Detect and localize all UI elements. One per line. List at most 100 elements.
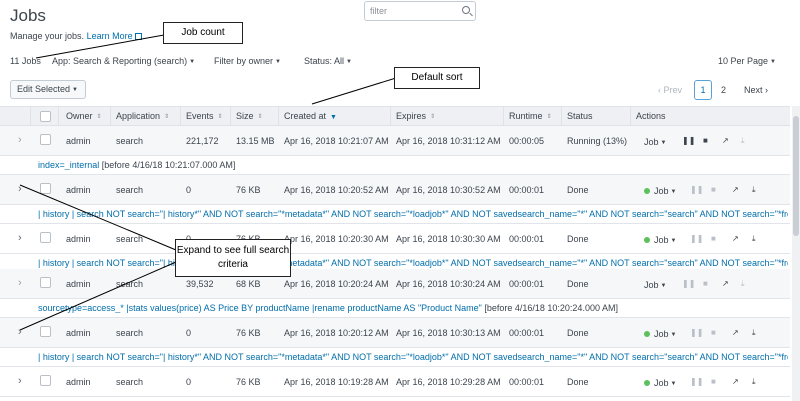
owner-filter-dropdown[interactable]: Filter by owner▼ [214,56,281,66]
row-checkbox[interactable] [40,134,51,145]
row-checkbox[interactable] [40,375,51,386]
expand-chevron-icon[interactable]: › [18,277,22,289]
caret-down-icon: ▼ [670,332,677,338]
job-menu-dropdown[interactable]: Job▼ [644,329,676,339]
per-page-dropdown[interactable]: 10 Per Page▼ [718,56,776,66]
expand-chevron-icon[interactable]: › [18,232,22,244]
vertical-scrollbar[interactable] [792,106,800,401]
job-menu-dropdown[interactable]: Job▼ [644,280,666,290]
expand-chevron-icon[interactable]: › [18,134,22,146]
col-actions: Actions [636,111,666,121]
download-icon[interactable]: ⤓ [752,328,756,337]
cell-expires: Apr 16, 2018 10:30:30 AM [396,234,501,244]
search-query-link[interactable]: | history | search NOT search="| history… [38,352,788,362]
row-checkbox[interactable] [40,326,51,337]
expand-chevron-icon[interactable]: › [18,375,22,387]
cell-size: 76 KB [236,377,261,387]
expand-chevron-icon[interactable]: › [18,183,22,195]
row-checkbox[interactable] [40,232,51,243]
stop-icon[interactable]: ■ [711,328,716,337]
owner-filter-label: Filter by owner [214,56,274,66]
search-query-link[interactable]: | history | search NOT search="| history… [38,258,788,268]
pause-icon[interactable]: ❚❚ [690,377,704,386]
pagination-page-1[interactable]: 1 [694,80,712,100]
pause-icon[interactable]: ❚❚ [690,185,704,194]
download-icon[interactable]: ⤓ [752,185,756,194]
col-expires[interactable]: Expires⇕ [396,111,435,121]
stop-icon[interactable]: ■ [703,136,708,145]
search-detail: | history | search NOT search="| history… [0,348,790,367]
col-runtime[interactable]: Runtime⇕ [509,111,552,121]
select-all-checkbox[interactable] [40,111,51,122]
learn-more-link[interactable]: Learn More [87,31,142,41]
download-icon[interactable]: ⤓ [741,136,745,145]
default-sort-callout: Default sort [394,67,480,89]
cell-created: Apr 16, 2018 10:21:07 AM [284,136,389,146]
cell-events: 0 [186,328,192,338]
cell-expires: Apr 16, 2018 10:30:13 AM [396,328,501,338]
row-checkbox[interactable] [40,277,51,288]
caret-down-icon: ▼ [189,59,196,65]
stop-icon[interactable]: ■ [711,234,716,243]
col-expires-label: Expires [396,111,427,121]
share-icon[interactable]: ↗ [732,185,739,194]
col-size[interactable]: Size⇕ [236,111,263,121]
share-icon[interactable]: ↗ [722,136,729,145]
status-dot-icon [644,237,650,243]
job-menu-dropdown[interactable]: Job▼ [644,137,666,147]
row-checkbox[interactable] [40,183,51,194]
cell-created: Apr 16, 2018 10:20:30 AM [284,234,389,244]
col-owner[interactable]: Owner⇕ [66,111,102,121]
job-menu-label: Job [644,137,659,147]
download-icon[interactable]: ⤓ [752,377,756,386]
col-events[interactable]: Events⇕ [186,111,223,121]
stop-icon[interactable]: ■ [711,185,716,194]
status-dot-icon [644,331,650,337]
share-icon[interactable]: ↗ [732,328,739,337]
app-filter-dropdown[interactable]: App: Search & Reporting (search)▼ [52,56,195,66]
filter-input[interactable] [365,2,457,20]
pagination-page-2[interactable]: 2 [721,85,727,95]
job-menu-label: Job [644,280,659,290]
status-dot-icon [644,380,650,386]
cell-owner: admin [66,377,91,387]
stop-icon[interactable]: ■ [703,279,708,288]
filter-field[interactable] [364,1,476,21]
share-icon[interactable]: ↗ [722,279,729,288]
column-divider [390,107,391,126]
stop-icon[interactable]: ■ [711,377,716,386]
job-menu-dropdown[interactable]: Job▼ [644,186,676,196]
column-divider [503,107,504,126]
pause-icon[interactable]: ❚❚ [682,136,696,145]
job-menu-dropdown[interactable]: Job▼ [644,235,676,245]
download-icon[interactable]: ⤓ [741,279,745,288]
sort-icon: ⇕ [217,114,223,120]
cell-expires: Apr 16, 2018 10:30:52 AM [396,185,501,195]
cell-expires: Apr 16, 2018 10:29:28 AM [396,377,501,387]
scrollbar-thumb[interactable] [793,116,799,236]
download-icon[interactable]: ⤓ [752,234,756,243]
status-filter-dropdown[interactable]: Status: All▼ [304,56,352,66]
col-created-at[interactable]: Created at▼ [284,111,337,121]
search-detail: sourcetype=access_* |stats values(price)… [0,299,790,318]
app-filter-label: App: Search & Reporting (search) [52,56,188,66]
col-application[interactable]: Application⇕ [116,111,169,121]
expand-chevron-icon[interactable]: › [18,326,22,338]
search-query-link[interactable]: sourcetype=access_* |stats values(price)… [38,303,788,313]
cell-size: 76 KB [236,185,261,195]
search-query-link[interactable]: index=_internal [before 4/16/18 10:21:07… [38,160,788,170]
job-menu-label: Job [654,235,669,245]
pause-icon[interactable]: ❚❚ [690,234,704,243]
share-icon[interactable]: ↗ [732,377,739,386]
pagination-prev[interactable]: ‹ Prev [658,85,683,95]
pagination-next[interactable]: Next › [744,85,769,95]
column-divider [58,107,59,126]
search-query-link[interactable]: | history | search NOT search="| history… [38,209,788,219]
edit-selected-button[interactable]: Edit Selected▼ [10,80,86,99]
share-icon[interactable]: ↗ [732,234,739,243]
job-menu-dropdown[interactable]: Job▼ [644,378,676,388]
cell-owner: admin [66,136,91,146]
learn-more-label: Learn More [86,31,133,41]
pause-icon[interactable]: ❚❚ [690,328,704,337]
pause-icon[interactable]: ❚❚ [682,279,696,288]
